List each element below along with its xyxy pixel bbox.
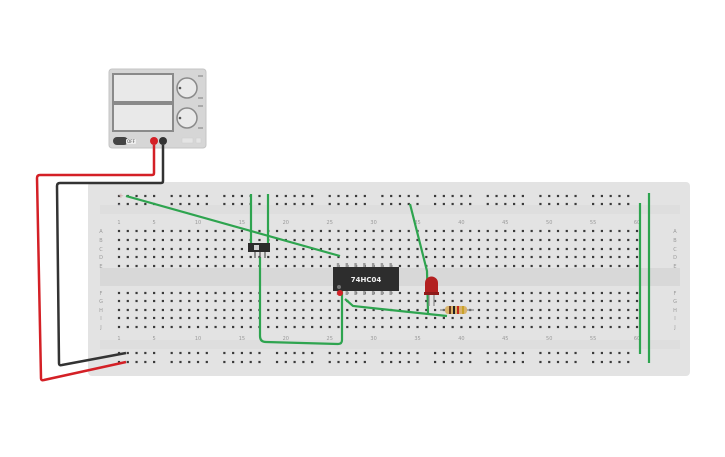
column-label: 50 [546, 220, 552, 226]
ic-wire-end [337, 290, 343, 296]
row-label: F [100, 291, 103, 297]
column-label: 1 [117, 220, 120, 226]
black-wire[interactable] [55, 145, 165, 367]
power-switch[interactable] [113, 137, 128, 145]
column-label: 35 [414, 336, 420, 342]
led[interactable] [424, 276, 439, 307]
power-supply[interactable]: OFF [108, 68, 207, 149]
negative-terminal[interactable] [159, 137, 167, 145]
row-label: D [673, 255, 677, 261]
column-label: 45 [502, 220, 508, 226]
row-label: G [99, 299, 103, 305]
current-display [112, 103, 174, 132]
positive-terminal[interactable] [150, 137, 158, 145]
column-label: 1 [117, 336, 120, 342]
row-label: H [673, 308, 677, 314]
rail-minus-label: - [118, 201, 121, 209]
row-label: C [99, 247, 103, 253]
column-label: 20 [283, 336, 289, 342]
column-label: 45 [502, 336, 508, 342]
column-label: 25 [327, 220, 333, 226]
current-knob[interactable] [176, 107, 198, 129]
breadboard-holes [117, 194, 639, 364]
ic-chip[interactable]: 74HC04 [333, 263, 399, 295]
row-label: D [99, 255, 103, 261]
column-label: 15 [239, 336, 245, 342]
column-label: 30 [370, 220, 376, 226]
column-label: 60 [634, 336, 640, 342]
rail-plus-label: + [118, 192, 124, 200]
wire-rail-to-led[interactable] [408, 203, 430, 314]
row-label: I [674, 316, 675, 322]
column-label: 40 [458, 336, 464, 342]
voltage-knob[interactable] [176, 77, 198, 99]
row-label: J [673, 325, 675, 331]
column-label: 5 [153, 220, 156, 226]
row-label: F [674, 291, 677, 297]
row-label: I [100, 316, 101, 322]
jumper-wires[interactable] [125, 193, 651, 363]
column-label: 5 [153, 336, 156, 342]
row-label: B [99, 238, 103, 244]
column-label: 30 [370, 336, 376, 342]
column-label: 20 [283, 220, 289, 226]
column-label: 15 [239, 220, 245, 226]
voltage-display [112, 73, 174, 103]
row-label: E [673, 264, 676, 270]
column-label: 40 [458, 220, 464, 226]
red-wire[interactable] [35, 145, 156, 382]
off-label: OFF [127, 139, 135, 144]
column-label: 10 [195, 220, 201, 226]
column-label: 50 [546, 336, 552, 342]
column-label: 10 [195, 336, 201, 342]
column-label: 25 [327, 336, 333, 342]
column-label: 55 [590, 220, 596, 226]
row-label: B [673, 238, 677, 244]
row-label: A [673, 229, 677, 235]
switch-slider[interactable] [254, 245, 259, 250]
resistor[interactable] [440, 306, 474, 314]
slide-switch[interactable] [248, 243, 270, 258]
wire-switch-to-ic[interactable] [258, 257, 344, 346]
column-label: 55 [590, 336, 596, 342]
row-label: G [673, 299, 677, 305]
column-label: 35 [414, 220, 420, 226]
row-label: A [99, 229, 103, 235]
row-label: C [673, 247, 677, 253]
row-label: H [99, 308, 103, 314]
column-label: 60 [634, 220, 640, 226]
off-label-bg [126, 139, 136, 144]
row-label: E [99, 264, 102, 270]
row-label: J [99, 325, 101, 331]
wire-rail-to-ic[interactable] [125, 194, 341, 258]
ic-label: 74HC04 [351, 276, 382, 284]
wire-ic-to-resistor[interactable] [344, 298, 448, 318]
